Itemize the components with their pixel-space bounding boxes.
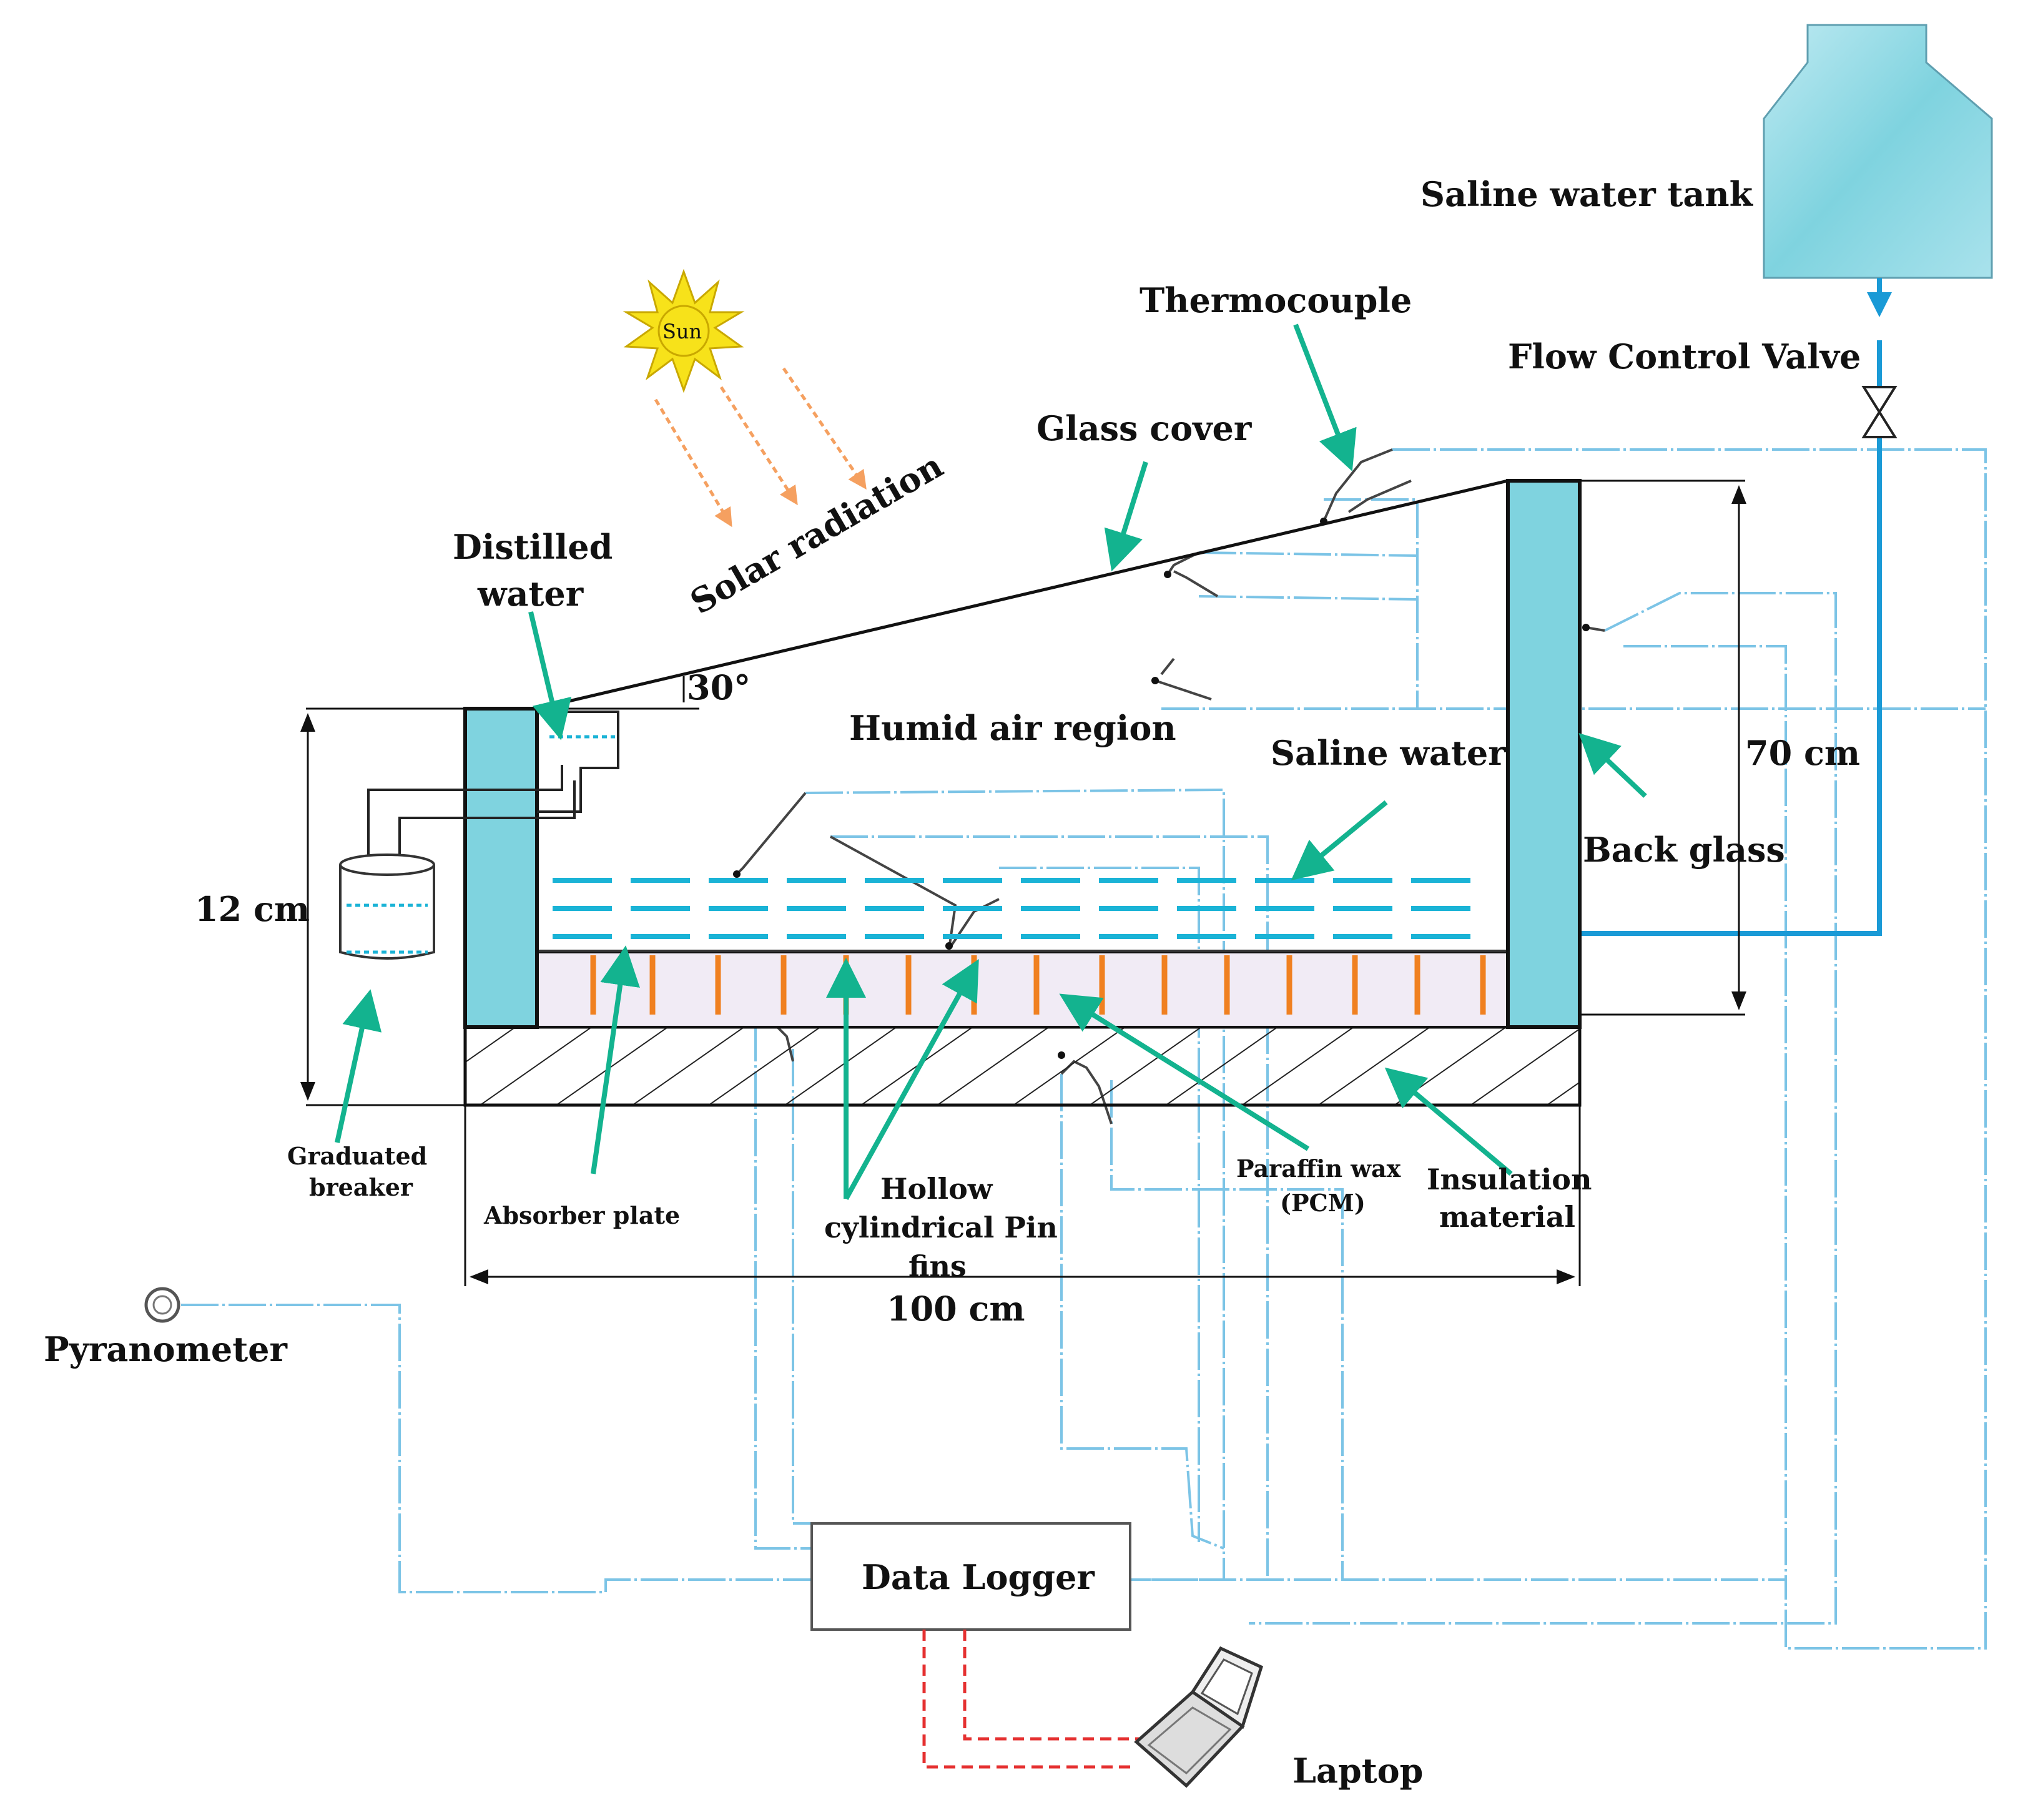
wire-absorber <box>999 867 1200 1542</box>
back-glass-wall <box>1506 479 1582 1029</box>
sun-label: Sun <box>662 320 702 343</box>
pin-fins-label-1: Hollow <box>880 1172 993 1206</box>
wire-pcm-2 <box>792 1049 812 1525</box>
pointer-arrows <box>335 323 1647 1200</box>
saline-water-tank <box>1763 24 1993 279</box>
thermocouple-wires <box>181 448 1987 1650</box>
paraffin-label-1: Paraffin wax <box>1236 1154 1401 1183</box>
solar-radiation-label: Solar radiation <box>684 445 950 622</box>
distilled-water-label-1: Distilled <box>453 527 613 567</box>
angle-label: 30° <box>687 667 751 707</box>
front-glass-wall <box>463 707 539 1029</box>
supply-line <box>1550 278 1892 946</box>
graduated-breaker-label-1: Graduated <box>287 1142 427 1170</box>
pin-fins-label-3: fins <box>908 1249 967 1283</box>
saline-water-label: Saline water <box>1271 733 1506 773</box>
wire-back-glass-2 <box>1623 645 1787 1598</box>
wire-top-loop <box>1130 448 1987 1650</box>
wire-glass-3 <box>1198 595 1418 601</box>
pcm-region <box>536 951 1509 1028</box>
flow-valve-label: Flow Control Valve <box>1508 337 1861 376</box>
data-logger-label: Data Logger <box>862 1557 1095 1597</box>
wire-back-glass <box>1249 592 1837 1625</box>
graduated-breaker-label-2: breaker <box>309 1173 413 1201</box>
saline-water-surface <box>553 878 1489 939</box>
pin-fins-label-2: cylindrical Pin <box>824 1211 1058 1244</box>
wire-glass-1 <box>1324 498 1419 709</box>
pyranometer-label: Pyranometer <box>44 1329 287 1369</box>
saline-tank-label: Saline water tank <box>1420 174 1754 214</box>
wire-water-1 <box>805 788 1225 1581</box>
wire-water-2 <box>830 835 1269 1580</box>
pyranometer-icon <box>144 1287 180 1323</box>
insulation-label-2: material <box>1439 1200 1575 1234</box>
wire-insulation <box>1060 1074 1224 1550</box>
width-100-label: 100 cm <box>887 1289 1025 1329</box>
wire-glass-2 <box>1198 551 1418 557</box>
data-logger-box[interactable] <box>810 1522 1131 1631</box>
laptop-link <box>922 1630 1146 1769</box>
glass-cover-label: Glass cover <box>1036 408 1252 448</box>
dimension-lines <box>300 480 1746 1286</box>
sun-icon: Sun <box>623 268 745 393</box>
graduated-beaker <box>339 853 435 960</box>
laptop-label: Laptop <box>1292 1751 1423 1791</box>
height-70-label: 70 cm <box>1745 733 1860 773</box>
back-glass-label: Back glass <box>1583 830 1785 870</box>
glass-cover-line <box>536 479 1509 711</box>
wire-pcm <box>754 1024 812 1550</box>
thermocouple-label: Thermocouple <box>1140 280 1412 320</box>
insulation-label-1: Insulation <box>1427 1163 1592 1196</box>
paraffin-label-2: (PCM) <box>1280 1189 1366 1217</box>
distilled-water-label-2: water <box>477 574 584 614</box>
solar-radiation-arrows <box>654 367 867 528</box>
humid-air-label: Humid air region <box>849 708 1176 748</box>
laptop-icon[interactable] <box>1134 1646 1264 1788</box>
height-12-label: 12 cm <box>195 889 310 929</box>
flow-control-valve[interactable] <box>1861 386 1898 438</box>
absorber-plate-label: Absorber plate <box>483 1201 680 1229</box>
wire-insulation-2 <box>1110 1080 1344 1580</box>
